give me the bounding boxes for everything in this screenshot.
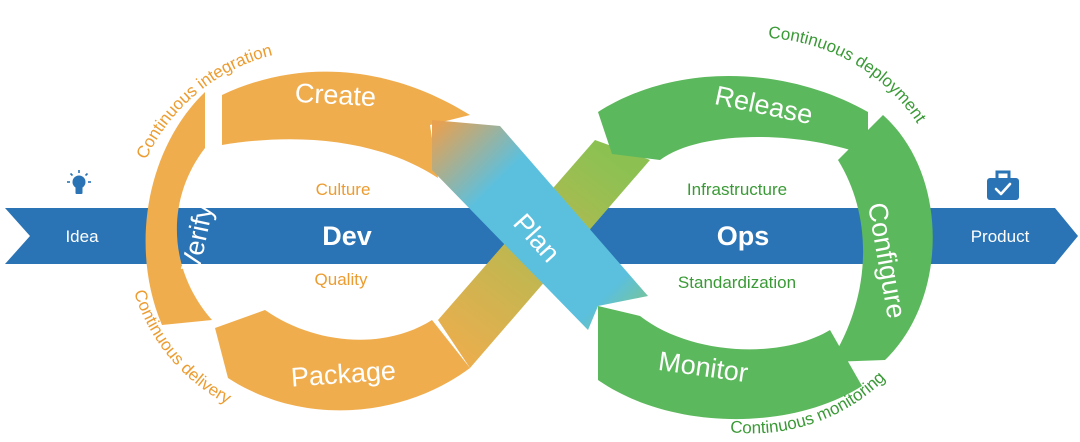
lightbulb-icon: [67, 170, 91, 194]
idea-label: Idea: [65, 227, 99, 246]
package-label: Package: [290, 355, 397, 392]
product-label: Product: [971, 227, 1030, 246]
create-label: Create: [294, 78, 377, 112]
ops-top-note: Infrastructure: [687, 180, 787, 199]
package-segment: [215, 310, 470, 411]
dev-title: Dev: [322, 221, 372, 251]
create-segment: [222, 71, 470, 178]
briefcase-check-icon: [987, 170, 1019, 200]
configure-segment: [830, 115, 933, 362]
monitor-segment: [598, 306, 862, 420]
ops-title: Ops: [717, 221, 770, 251]
dev-bottom-note: Quality: [315, 270, 368, 289]
verify-segment: [145, 92, 212, 325]
ops-bottom-note: Standardization: [678, 273, 796, 292]
release-segment: [598, 75, 868, 160]
plan-band: [432, 120, 648, 330]
dev-top-note: Culture: [316, 180, 371, 199]
